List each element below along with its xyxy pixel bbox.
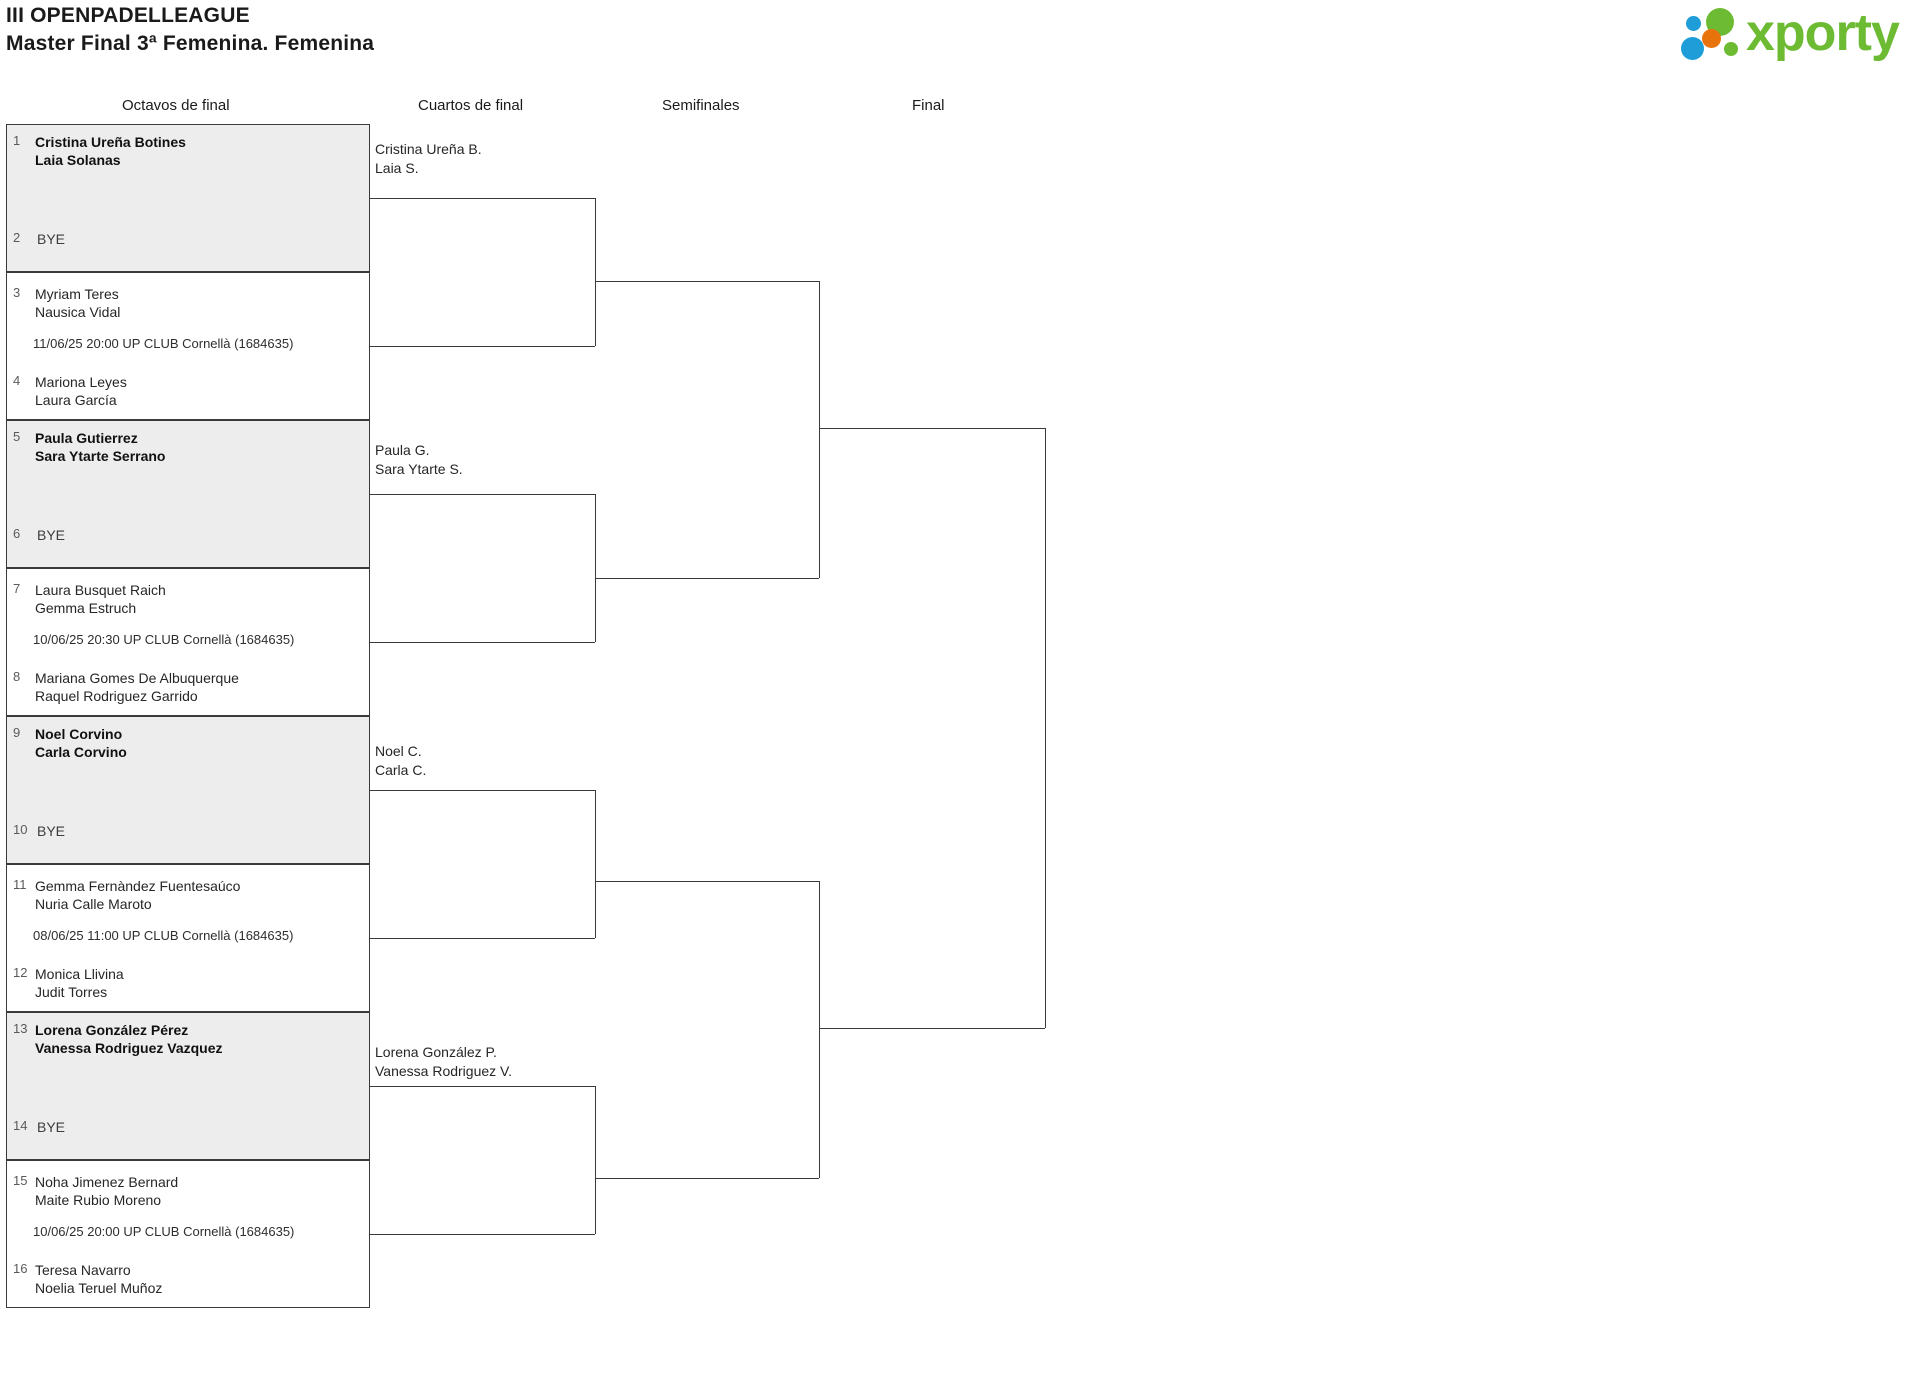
connector-h-r1-m6 [370,938,595,939]
match-box-r1-7[interactable]: 13 Lorena González Pérez Vanessa Rodrigu… [6,1012,370,1160]
bye-label: BYE [37,527,66,543]
tournament-name: III OPENPADELLEAGUE [6,4,250,27]
match-box-r1-6[interactable]: 11 Gemma Fernàndez Fuentesaúco Nuria Cal… [6,864,370,1012]
connector-v-r4-1 [1045,428,1046,1028]
seed-number: 8 [13,669,21,684]
connector-h-r3-2 [819,1028,1045,1029]
connector-h-r1-m7 [370,1086,595,1087]
logo-dot-orange [1702,29,1721,48]
team-name-top: Noha Jimenez Bernard Maite Rubio Moreno [35,1174,179,1208]
seed-number: 5 [13,429,21,444]
seed-number: 16 [13,1261,28,1276]
connector-h-r1-m3 [370,494,595,495]
seed-number: 12 [13,965,28,980]
advancing-team-r2-4: Lorena González P. Vanessa Rodriguez V. [375,1044,512,1079]
bye-label: BYE [37,231,66,247]
team-name-bottom: Mariona Leyes Laura García [35,374,127,408]
seed-number: 4 [13,373,21,388]
seed-number: 11 [13,877,27,892]
round-header-cuartos: Cuartos de final [418,97,524,114]
connector-h-r2-3 [595,881,819,882]
round-header-octavos: Octavos de final [122,97,230,114]
round-header-final: Final [912,97,945,114]
logo-wordmark: xporty [1746,4,1900,62]
match-info: 10/06/25 20:30 UP CLUB Cornellà (1684635… [33,632,295,647]
logo-dots-icon [1680,6,1746,60]
connector-h-r1-m8 [370,1234,595,1235]
connector-v-r3-1 [819,281,820,578]
seed-number: 9 [13,725,21,740]
logo-dot-blue-large [1681,37,1704,60]
match-box-r1-2[interactable]: 3 Myriam Teres Nausica Vidal 11/06/25 20… [6,272,370,420]
seed-number: 13 [13,1021,28,1036]
seed-number: 3 [13,285,21,300]
match-info: 10/06/25 20:00 UP CLUB Cornellà (1684635… [33,1224,295,1239]
match-box-r1-4[interactable]: 7 Laura Busquet Raich Gemma Estruch 10/0… [6,568,370,716]
team-name-bottom: Teresa Navarro Noelia Teruel Muñoz [35,1262,163,1296]
match-info: 08/06/25 11:00 UP CLUB Cornellà (1684635… [33,928,294,943]
connector-h-r3-1 [819,428,1045,429]
advancing-team-r2-3: Noel C. Carla C. [375,743,427,778]
advancing-team-r2-1: Cristina Ureña B. Laia S. [375,141,482,176]
xporty-logo: xporty [1680,2,1910,64]
seed-number: 2 [13,230,21,245]
team-name-bottom: Mariana Gomes De Albuquerque Raquel Rodr… [35,670,239,704]
match-box-r1-1[interactable]: 1 Cristina Ureña Botines Laia Solanas 2 … [6,124,370,272]
bye-label: BYE [37,1119,66,1135]
connector-v-r2-1 [595,198,596,346]
connector-h-r1-m2 [370,346,595,347]
connector-v-r3-2 [819,881,820,1178]
title-block: III OPENPADELLEAGUE Master Final 3ª Feme… [6,2,374,58]
connector-v-r2-4 [595,1086,596,1234]
match-box-r1-3[interactable]: 5 Paula Gutierrez Sara Ytarte Serrano 6 … [6,420,370,568]
connector-h-r2-1 [595,281,819,282]
connector-h-r1-m1 [370,198,595,199]
team-name-top: Lorena González Pérez Vanessa Rodriguez … [35,1022,223,1056]
connector-h-r2-4 [595,1178,819,1179]
page-header: III OPENPADELLEAGUE Master Final 3ª Feme… [0,0,1920,72]
connector-v-r2-3 [595,790,596,938]
bye-label: BYE [37,823,66,839]
match-box-r1-8[interactable]: 15 Noha Jimenez Bernard Maite Rubio More… [6,1160,370,1308]
team-name-top: Paula Gutierrez Sara Ytarte Serrano [35,430,166,464]
team-name-bottom: Monica Llivina Judit Torres [35,966,124,1000]
seed-number: 1 [13,133,21,148]
seed-number: 7 [13,581,21,596]
connector-h-r1-m4 [370,642,595,643]
connector-h-r2-2 [595,578,819,579]
team-name-top: Myriam Teres Nausica Vidal [35,286,121,320]
seed-number: 15 [13,1173,28,1188]
team-name-top: Noel Corvino Carla Corvino [35,726,127,760]
team-name-top: Cristina Ureña Botines Laia Solanas [35,134,186,168]
round-header-semifinales: Semifinales [662,97,740,114]
advancing-team-r2-2: Paula G. Sara Ytarte S. [375,442,463,477]
match-info: 11/06/25 20:00 UP CLUB Cornellà (1684635… [33,336,294,351]
seed-number: 14 [13,1118,28,1133]
team-name-top: Laura Busquet Raich Gemma Estruch [35,582,166,616]
match-box-r1-5[interactable]: 9 Noel Corvino Carla Corvino 10 BYE [6,716,370,864]
page-title: Master Final 3ª Femenina. Femenina [6,32,375,55]
logo-dot-blue-small [1686,16,1701,31]
connector-h-r1-m5 [370,790,595,791]
seed-number: 6 [13,526,21,541]
seed-number: 10 [13,822,28,837]
team-name-top: Gemma Fernàndez Fuentesaúco Nuria Calle … [35,878,241,912]
connector-v-r2-2 [595,494,596,642]
logo-dot-green-small [1724,42,1738,56]
